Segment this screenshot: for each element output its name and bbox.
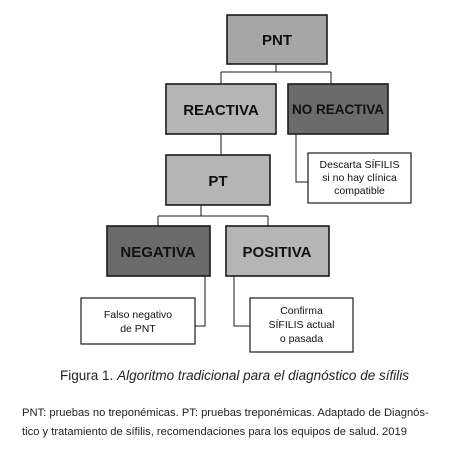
note-confirma: Confirma SÍFILIS actual o pasada [249,297,354,353]
note-falso-negativo-line-1: Falso negativo [104,309,172,321]
connector-positiva-note [233,276,250,327]
node-pnt-label: PNT [262,32,292,49]
note-descarta-line-1: Descarta SÍFILIS [320,158,400,171]
node-no-reactiva-box [287,83,389,135]
connector-no-reactiva-note [295,134,308,183]
node-negativa: NEGATIVA [106,225,211,277]
node-pt-box [165,154,271,206]
node-pt: PT [165,154,271,206]
note-falso-negativo-box [80,297,196,345]
caption-text: Algoritmo tradicional para el diagnóstic… [117,368,409,383]
connector-negativa-note [195,276,206,327]
footnote-line-2: tico y tratamiento de sífilis, recomenda… [22,426,407,438]
node-negativa-box [106,225,211,277]
note-falso-negativo: Falso negativo de PNT [80,297,196,345]
note-descarta: Descarta SÍFILIS si no hay clínica compa… [307,152,412,204]
flowchart: PNT REACTIVA NO REACTIVA PT NEGATIVA POS… [80,14,412,353]
note-confirma-box [249,297,354,353]
node-no-reactiva: NO REACTIVA [287,83,389,135]
node-reactiva: REACTIVA [165,83,277,135]
note-descarta-line-3: compatible [334,185,385,197]
node-pnt: PNT [226,14,328,65]
node-positiva: POSITIVA [225,225,330,277]
note-confirma-line-2: SÍFILIS actual [269,318,335,331]
note-falso-negativo-line-2: de PNT [120,323,156,335]
node-pt-label: PT [208,173,227,190]
note-confirma-line-3: o pasada [280,333,323,345]
note-descarta-line-2: si no hay clínica [322,172,397,184]
node-positiva-box [225,225,330,277]
note-descarta-box [307,152,412,204]
footnote: PNT: pruebas no treponémicas. PT: prueba… [22,404,450,442]
node-no-reactiva-label: NO REACTIVA [292,102,384,117]
node-reactiva-label: REACTIVA [183,102,259,119]
node-positiva-label: POSITIVA [243,244,312,261]
node-negativa-label: NEGATIVA [120,244,195,261]
node-pnt-box [226,14,328,65]
connectors [157,64,332,327]
note-confirma-line-1: Confirma [280,305,323,317]
caption-prefix: Figura 1. [60,368,114,383]
node-reactiva-box [165,83,277,135]
figure-caption: Figura 1. Algoritmo tradicional para el … [0,368,469,383]
footnote-line-1: PNT: pruebas no treponémicas. PT: prueba… [22,407,429,419]
